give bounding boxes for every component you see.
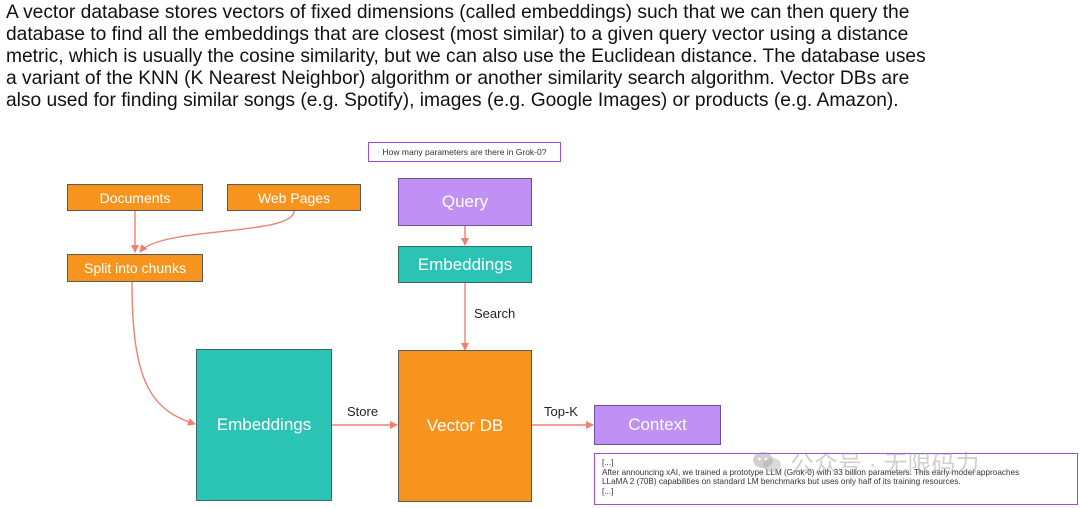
context-line: LLaMA 2 (70B) capabilities on standard L… bbox=[602, 477, 961, 487]
context-line: [...] bbox=[602, 486, 614, 496]
context-text-box: [...] After announcing xAI, we trained a… bbox=[594, 453, 1078, 505]
wechat-icon bbox=[753, 451, 781, 472]
paragraph-line: A vector database stores vectors of fixe… bbox=[6, 2, 910, 23]
watermark: 公众号 · 无限码力 bbox=[752, 444, 979, 479]
paragraph-line: a variant of the KNN (K Nearest Neighbor… bbox=[6, 68, 910, 89]
query-node: Query bbox=[398, 178, 532, 226]
context-line: [...] bbox=[602, 458, 614, 467]
paragraph-line: also used for finding similar songs (e.g… bbox=[6, 90, 899, 111]
topk-label: Top-K bbox=[544, 404, 578, 419]
split-chunks-node: Split into chunks bbox=[67, 254, 203, 282]
intro-paragraph: A vector database stores vectors of fixe… bbox=[6, 2, 1074, 112]
search-label: Search bbox=[474, 306, 516, 321]
query-question: How many parameters are there in Grok-0? bbox=[368, 142, 561, 162]
documents-node: Documents bbox=[67, 184, 203, 211]
web-pages-node: Web Pages bbox=[227, 184, 361, 211]
context-node: Context bbox=[594, 405, 721, 445]
vector-db-node: Vector DB bbox=[398, 350, 532, 502]
watermark-text: 公众号 · 无限码力 bbox=[790, 451, 980, 478]
store-embeddings-node: Embeddings bbox=[196, 349, 332, 501]
context-line: After announcing xAI, we trained a proto… bbox=[602, 467, 1020, 477]
paragraph-line: database to find all the embeddings that… bbox=[6, 24, 909, 45]
edge-split-embeddings bbox=[131, 281, 196, 426]
edge-webpages-split bbox=[139, 210, 295, 253]
query-embeddings-node: Embeddings bbox=[398, 246, 532, 283]
paragraph-line: metric, which is usually the cosine simi… bbox=[6, 46, 926, 67]
store-label: Store bbox=[347, 404, 379, 419]
